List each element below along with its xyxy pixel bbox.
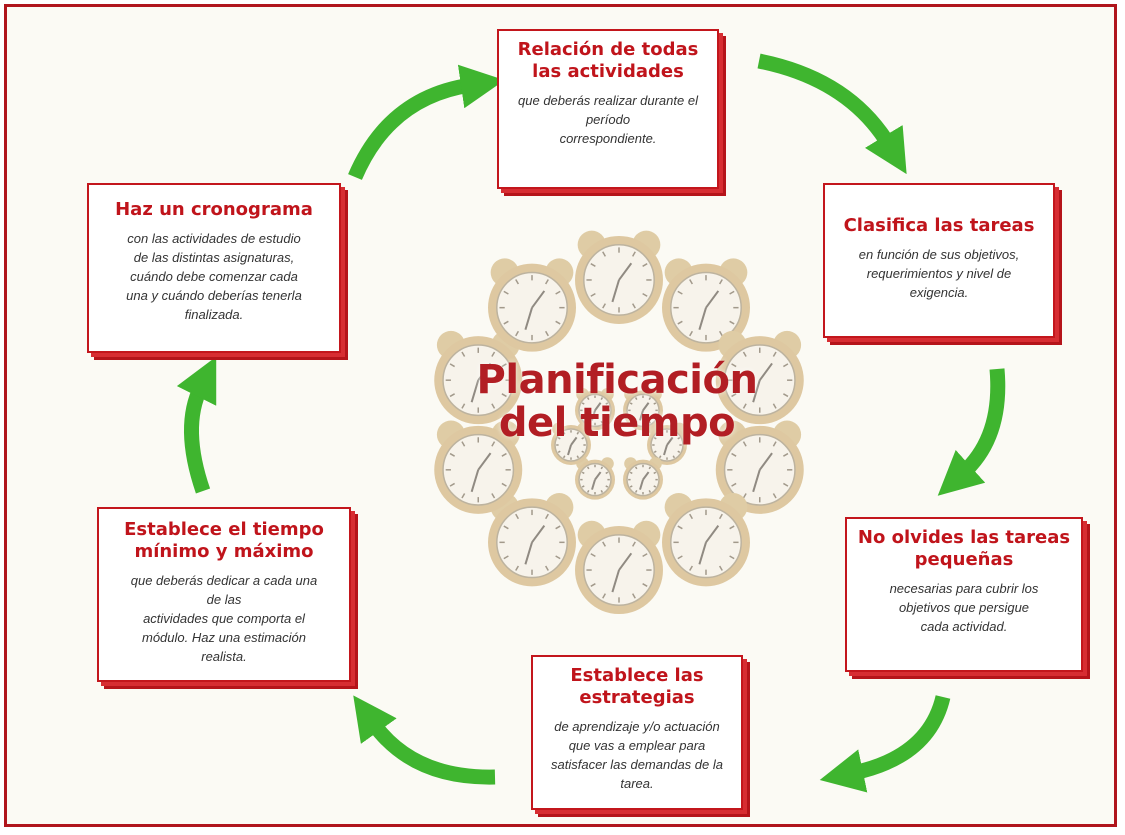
step-card-strategies: Establece las estrategias de aprendizaje… [531, 655, 743, 810]
step-title: Establece las estrategias [570, 665, 704, 708]
title-line-1: Planificación [476, 357, 758, 403]
curved-arrow-icon [937, 368, 1006, 496]
step-card-schedule: Haz un cronograma con las actividades de… [87, 183, 341, 353]
diagram-title: Planificación del tiempo [407, 359, 827, 445]
curved-arrow-icon [176, 356, 217, 494]
cycle-arrows [176, 53, 1006, 793]
step-title: Clasifica las tareas [843, 215, 1035, 236]
curved-arrow-icon [757, 53, 907, 175]
step-title: No olvides las tareas pequeñas [857, 527, 1071, 570]
curved-arrow-icon [819, 695, 951, 793]
diagram-frame: Planificación del tiempo Relación de tod… [4, 4, 1117, 827]
step-description: que deberás dedicar a cada una de las ac… [130, 573, 318, 664]
step-title: Haz un cronograma [115, 199, 313, 220]
step-card-small-tasks: No olvides las tareas pequeñas necesaria… [845, 517, 1083, 672]
curved-arrow-icon [348, 64, 505, 180]
title-line-2: del tiempo [498, 400, 736, 446]
curved-arrow-icon [353, 695, 496, 785]
step-card-activities: Relación de todas las actividades que de… [497, 29, 719, 189]
step-description: con las actividades de estudio de las di… [126, 231, 302, 322]
step-description: en función de sus objetivos, requerimien… [858, 247, 1020, 300]
step-card-time-range: Establece el tiempo mínimo y máximo que … [97, 507, 351, 682]
step-card-classify: Clasifica las tareas en función de sus o… [823, 183, 1055, 338]
step-description: que deberás realizar durante el período … [518, 93, 698, 146]
step-description: necesarias para cubrir los objetivos que… [889, 581, 1039, 634]
step-title: Establece el tiempo mínimo y máximo [124, 519, 324, 562]
alarm-clock-illustration [434, 230, 804, 615]
step-title: Relación de todas las actividades [517, 39, 699, 82]
step-description: de aprendizaje y/o actuación que vas a e… [551, 719, 723, 791]
